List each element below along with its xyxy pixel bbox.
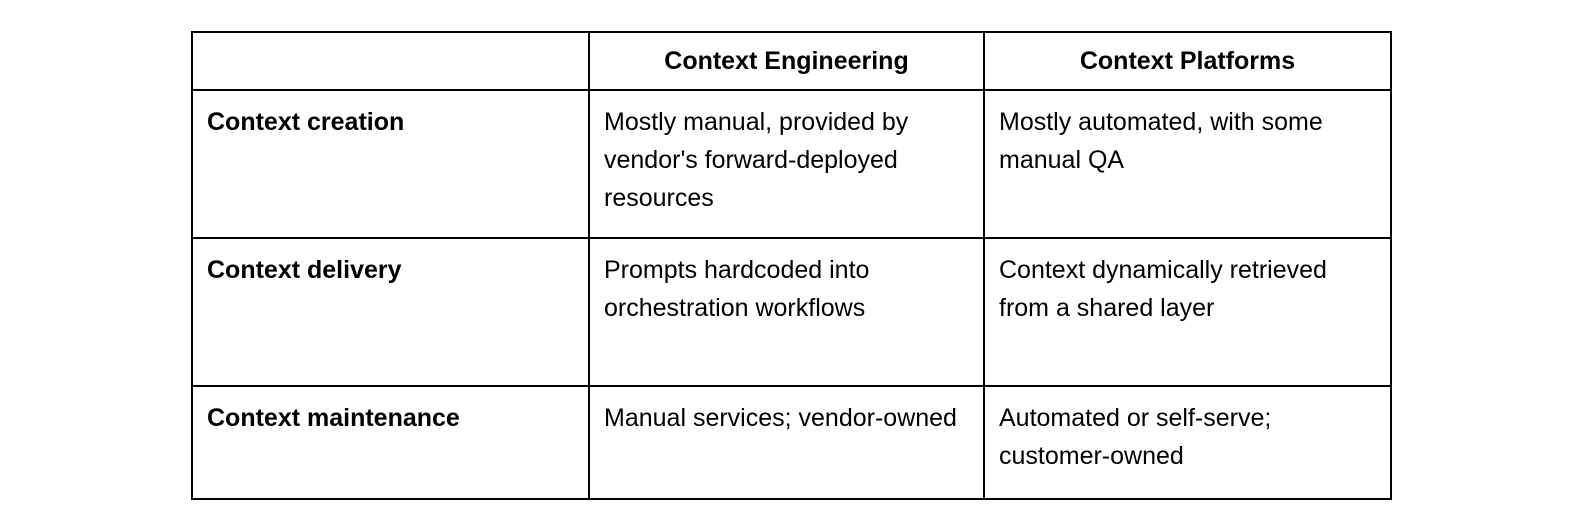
column-header-context-platforms: Context Platforms — [983, 31, 1392, 91]
table-header-row: Context Engineering Context Platforms — [191, 31, 1392, 91]
comparison-table: Context Engineering Context Platforms Co… — [191, 31, 1392, 500]
table-header: Context Engineering Context Platforms — [191, 31, 1392, 91]
cell-context-maintenance-engineering: Manual services; vendor-owned — [588, 385, 985, 500]
table-row: Context creation Mostly manual, provided… — [191, 89, 1392, 239]
row-label-context-creation: Context creation — [191, 89, 590, 239]
table-corner-cell — [191, 31, 590, 91]
table-body: Context creation Mostly manual, provided… — [191, 89, 1392, 500]
column-header-context-engineering: Context Engineering — [588, 31, 985, 91]
table-row: Context maintenance Manual services; ven… — [191, 385, 1392, 500]
cell-context-creation-engineering: Mostly manual, provided by vendor's forw… — [588, 89, 985, 239]
table-row: Context delivery Prompts hardcoded into … — [191, 237, 1392, 387]
cell-context-delivery-engineering: Prompts hardcoded into orchestration wor… — [588, 237, 985, 387]
row-label-context-delivery: Context delivery — [191, 237, 590, 387]
cell-context-delivery-platforms: Context dynamically retrieved from a sha… — [983, 237, 1392, 387]
cell-context-creation-platforms: Mostly automated, with some manual QA — [983, 89, 1392, 239]
cell-context-maintenance-platforms: Automated or self-serve; customer-owned — [983, 385, 1392, 500]
row-label-context-maintenance: Context maintenance — [191, 385, 590, 500]
